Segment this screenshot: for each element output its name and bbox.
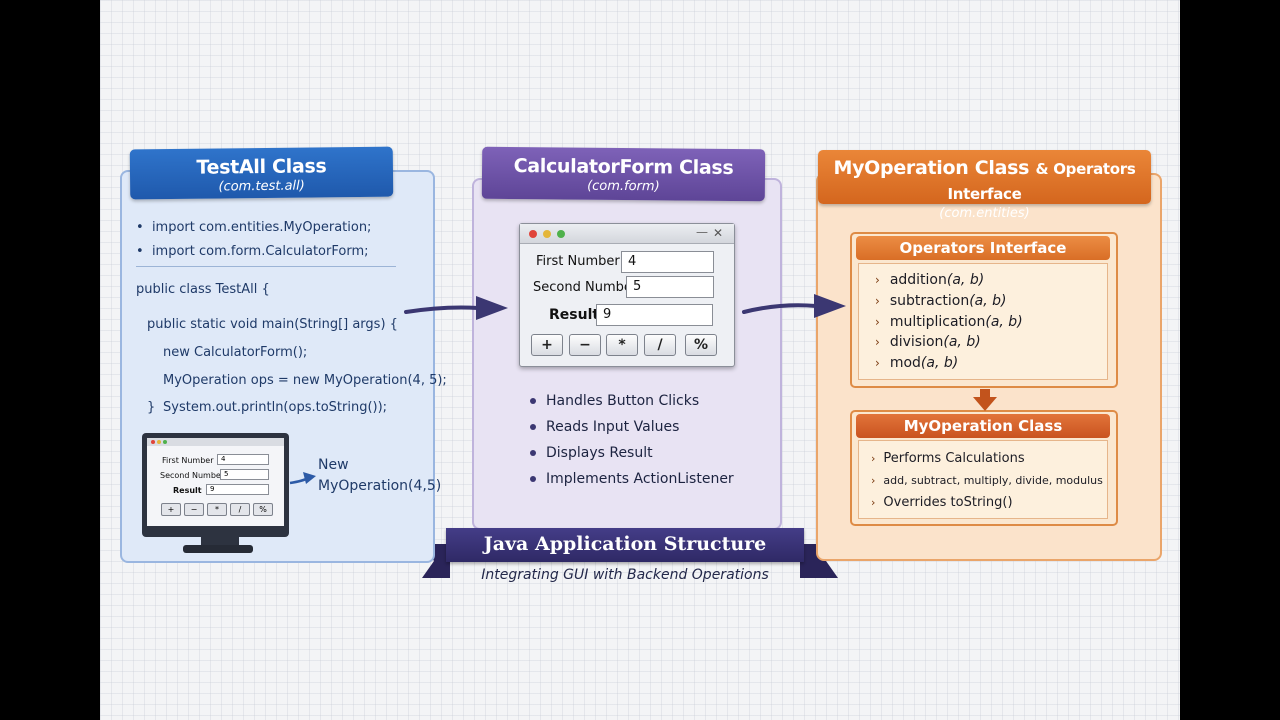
mini-multiply-button: * [207,503,227,516]
structure-subtitle: Integrating GUI with Backend Operations [481,567,769,583]
myoperation-package: (com.entities) [939,206,1030,221]
feature-item: Implements ActionListener [530,471,734,487]
myoperation-class-title: MyOperation Class [856,414,1110,438]
divide-button[interactable]: / [644,334,676,356]
operator-method: ›mod(a, b) [875,355,959,371]
myoperation-item: ›add, subtract, multiply, divide, modulu… [871,474,1103,487]
first-number-label: First Number [536,254,620,269]
calculatorform-header: CalculatorForm Class (com.form) [481,146,766,202]
mini-first-field: 4 [217,454,269,465]
myoperation-header: MyOperation Class & Operators Interface … [818,150,1151,221]
minimize-icon[interactable]: — [696,225,708,239]
myoperation-class-list [858,440,1108,519]
maximize-dot-icon[interactable] [557,230,565,238]
testall-header: TestAll Class (com.test.all) [129,146,394,200]
bullet-icon [530,424,536,430]
structure-banner: Java Application Structure [446,528,804,562]
second-number-label: Second Number [533,280,638,295]
testall-title: TestAll Class [196,155,327,179]
code-line: } [147,400,156,415]
bullet-icon [530,398,536,404]
calculator-titlebar: — ✕ [520,224,734,244]
operator-method: ›multiplication(a, b) [875,314,1023,330]
myoperation-title-main: MyOperation Class [833,157,1030,179]
mini-first-label: First Number [162,456,214,465]
mini-window-bar [147,438,284,446]
operator-method: ›division(a, b) [875,334,981,350]
mini-second-label: Second Number [160,471,225,480]
feature-item: Reads Input Values [530,419,679,435]
code-line: public class TestAll { [136,282,270,297]
first-number-field[interactable]: 4 [621,251,714,273]
new-call: MyOperation(4,5) [318,478,442,494]
bullet-icon [530,476,536,482]
chevron-right-icon: › [871,474,876,487]
import-line: • import com.entities.MyOperation; [136,220,372,235]
close-icon[interactable]: ✕ [713,226,724,240]
code-line: MyOperation ops = new MyOperation(4, 5); [163,373,447,388]
feature-item: Handles Button Clicks [530,393,699,409]
subtract-button[interactable]: − [569,334,601,356]
second-number-field[interactable]: 5 [626,276,714,298]
import-line: • import com.form.CalculatorForm; [136,244,369,259]
result-field: 9 [596,304,713,326]
operator-method: ›addition(a, b) [875,272,985,288]
chevron-right-icon: › [875,356,880,370]
new-label: New [318,457,349,473]
mod-button[interactable]: % [685,334,717,356]
multiply-button[interactable]: * [606,334,638,356]
code-line: System.out.println(ops.toString()); [163,400,388,415]
chevron-right-icon: › [875,315,880,329]
chevron-right-icon: › [875,273,880,287]
monitor-screen: First Number 4 Second Number 5 Result 9 … [147,438,284,526]
mini-divide-button: / [230,503,250,516]
mini-dot-icon [163,440,167,444]
chevron-right-icon: › [875,294,880,308]
close-dot-icon[interactable] [529,230,537,238]
mini-result-field: 9 [206,484,269,495]
bullet-icon [530,450,536,456]
chevron-right-icon: › [871,496,876,509]
chevron-right-icon: › [875,335,880,349]
mini-mod-button: % [253,503,273,516]
operators-interface-list [858,263,1108,380]
mini-dot-icon [151,440,155,444]
operators-interface-title: Operators Interface [856,236,1110,260]
calculatorform-title: CalculatorForm Class [513,155,734,179]
myoperation-item: ›Overrides toString() [871,495,1013,510]
monitor-stand [201,537,239,545]
mini-subtract-button: − [184,503,204,516]
mini-add-button: + [161,503,181,516]
mini-second-field: 5 [220,469,269,480]
calculatorform-package: (com.form) [587,178,660,195]
add-button[interactable]: + [531,334,563,356]
feature-item: Displays Result [530,445,653,461]
code-line: public static void main(String[] args) { [147,317,398,332]
testall-package: (com.test.all) [218,178,305,195]
result-label: Result [549,307,600,323]
mini-dot-icon [157,440,161,444]
myoperation-title-rest: & Operators Interface [947,160,1136,203]
diagram-canvas: TestAll Class (com.test.all) CalculatorF… [100,0,1180,720]
minimize-dot-icon[interactable] [543,230,551,238]
operator-method: ›subtraction(a, b) [875,293,1007,309]
monitor-icon: First Number 4 Second Number 5 Result 9 … [142,433,289,537]
code-line: new CalculatorForm(); [163,345,308,360]
myoperation-item: ›Performs Calculations [871,451,1025,466]
calculator-window: — ✕ First Number 4 Second Number 5 Resul… [519,223,735,367]
code-divider [136,266,396,267]
monitor-base [183,545,253,553]
chevron-right-icon: › [871,452,876,465]
mini-result-label: Result [173,486,202,495]
